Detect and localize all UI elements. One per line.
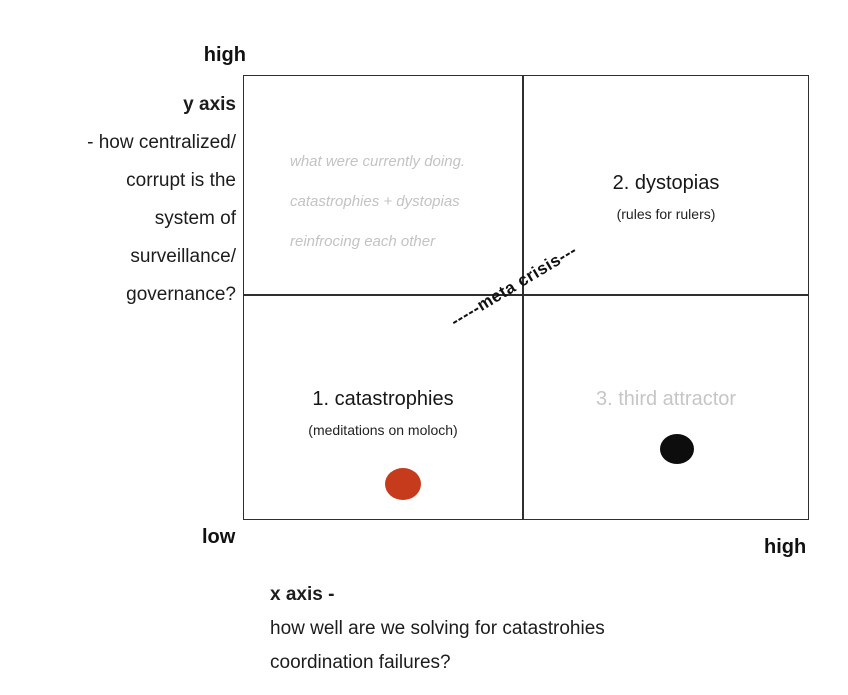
quadrant-catastrophies: 1. catastrophies (meditations on moloch)	[244, 388, 522, 438]
y-axis-high-label: high	[203, 44, 246, 66]
quadrant-third-attractor: 3. third attractor	[522, 388, 810, 411]
y-axis-line: corrupt is the	[126, 170, 236, 191]
y-axis-title: y axis	[183, 94, 236, 115]
note-line: what were currently doing.	[290, 153, 466, 170]
horizontal-divider-line	[244, 294, 808, 296]
quadrant-box: what were currently doing. catastrophies…	[243, 75, 809, 520]
note-line: catastrophies + dystopias	[290, 193, 460, 210]
y-axis-line: - how centralized/	[87, 132, 236, 153]
catastrophies-subtitle: (meditations on moloch)	[308, 422, 458, 438]
note-line: reinfrocing each other	[290, 233, 436, 250]
x-axis-description: x axis - how well are we solving for cat…	[270, 578, 605, 680]
y-axis-line: surveillance/	[130, 246, 236, 267]
dystopias-title: 2. dystopias	[612, 172, 720, 194]
third-attractor-dot	[660, 434, 694, 464]
x-axis-low-label: low	[202, 526, 236, 548]
vertical-divider-line	[522, 76, 524, 519]
x-axis-line: coordination failures?	[270, 652, 451, 673]
catastrophies-dot-shape	[385, 468, 421, 500]
third-attractor-title: 3. third attractor	[595, 388, 737, 410]
y-axis-line: system of	[154, 208, 236, 229]
catastrophies-dot	[385, 468, 421, 500]
dystopias-subtitle: (rules for rulers)	[616, 206, 716, 222]
quadrant-dystopias: 2. dystopias (rules for rulers)	[522, 172, 810, 222]
x-axis-high-label: high	[764, 536, 807, 558]
y-axis-description: y axis - how centralized/ corrupt is the…	[0, 86, 236, 314]
x-axis-line: how well are we solving for catastrohies	[270, 618, 605, 639]
catastrophies-title: 1. catastrophies	[312, 388, 454, 410]
third-attractor-dot-shape	[660, 434, 694, 464]
x-axis-title: x axis -	[270, 584, 335, 605]
y-axis-line: governance?	[126, 284, 236, 305]
top-left-notes: what were currently doing. catastrophies…	[290, 142, 465, 262]
